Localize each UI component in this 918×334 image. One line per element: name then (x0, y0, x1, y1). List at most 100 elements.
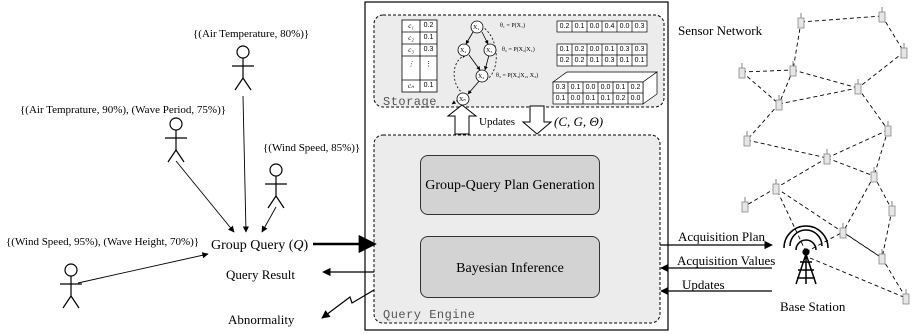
sensor-node-icon (902, 289, 910, 305)
table-cell: 0.1 (559, 46, 570, 53)
bn-formula-1: θ₁ = P(X₁) (500, 23, 526, 29)
network-link (809, 257, 907, 299)
network-link (746, 139, 828, 159)
network-link (775, 187, 883, 259)
network-link (857, 87, 889, 131)
storage-probability: ⋮ (425, 61, 432, 68)
user-figure (265, 163, 287, 209)
system-frame (364, 1, 669, 331)
storage-category: c₁ (408, 22, 414, 30)
storage-probability: 0.3 (423, 46, 434, 53)
sensor-node-icon (738, 63, 746, 79)
group-query-close: ) (303, 238, 309, 253)
updates-hollow-arrow (446, 104, 478, 135)
table-cell: 0.0 (630, 95, 641, 102)
network-link (792, 21, 802, 71)
table-cell: 0.2 (615, 95, 626, 102)
svg-text:X₁: X₁ (473, 25, 479, 31)
user-figure (232, 45, 254, 91)
group-query-symbol: Q (293, 238, 304, 253)
network-link (778, 69, 794, 105)
table-cell: 0.1 (585, 95, 596, 102)
network-link (873, 129, 889, 177)
bn-formula-2: θ₂ = P(X₂|X₁) (502, 47, 535, 53)
base-station-icon (783, 225, 829, 285)
query-engine-label: Query Engine (383, 308, 476, 322)
bn-formula-3: θ₃ = P(X₃|X₂, X₃) (496, 73, 539, 79)
table-cell: 0.1 (615, 84, 626, 91)
table-cell: 0.1 (570, 84, 581, 91)
network-link (741, 69, 794, 73)
table-cell: 0.1 (619, 57, 630, 64)
sensor-node-icon (741, 197, 749, 213)
inference-box: Bayesian Inference (420, 236, 600, 298)
network-link (744, 187, 777, 207)
svg-text:X₂: X₂ (460, 48, 466, 54)
table-cell: 0.0 (589, 23, 600, 30)
storage-probability: 0.1 (423, 82, 434, 89)
plan-generation-box: Group-Query Plan Generation (420, 155, 600, 215)
sensor-network-label: Sensor Network (678, 23, 763, 38)
sensor-node-icon (823, 149, 831, 165)
sensor-node-icon (900, 43, 908, 59)
inference-label: Bayesian Inference (456, 261, 564, 276)
user-figure (60, 263, 82, 309)
sensor-node-icon (854, 79, 862, 95)
storage-category: c₃ (408, 46, 414, 54)
updates-label: Updates (682, 277, 725, 292)
acquisition-plan-label: Acquisition Plan (678, 229, 766, 244)
storage-category: ⋮ (407, 60, 415, 68)
table-cell: 0.3 (634, 46, 645, 53)
network-link (792, 69, 859, 89)
user-query-arrows (77, 95, 277, 284)
table-cell: 0.0 (570, 95, 581, 102)
table-cell: 0.2 (630, 84, 641, 91)
table-cell: 0.1 (589, 57, 600, 64)
user-query-2: {(Air Temprature, 90%), (Wave Period, 75… (20, 104, 227, 116)
table-cell: 0.3 (604, 57, 615, 64)
user-query-1: {(Air Temperature, 80%)} (193, 28, 310, 40)
svg-text:X₃: X₃ (486, 48, 492, 54)
table-cell: 0.0 (600, 84, 611, 91)
sensor-node-icon (797, 13, 805, 29)
sensor-node-icon (772, 179, 780, 195)
sensor-node-icon (743, 131, 751, 147)
sensor-node-icon (878, 249, 886, 265)
bayesian-network-graph (451, 20, 497, 106)
sensor-node-icon (888, 201, 896, 217)
storage-list-table (401, 19, 438, 93)
sensor-node-icon (789, 61, 797, 77)
group-query-label: Group Query (Q) (211, 239, 308, 253)
updates-arrow-label: Updates (479, 116, 516, 128)
plan-generation-label: Group-Query Plan Generation (425, 178, 595, 193)
table-cell: 0.1 (634, 57, 645, 64)
user-figure (165, 117, 187, 163)
storage-category: cₙ (408, 82, 414, 90)
query-result-label: Query Result (226, 267, 295, 282)
table-cell: 0.0 (589, 46, 600, 53)
network-link (741, 71, 780, 105)
table-cell: 0.2 (559, 57, 570, 64)
network-link (746, 103, 780, 141)
svg-text:X₄: X₄ (478, 74, 484, 80)
network-link (842, 175, 875, 233)
table-cell: 0.2 (574, 46, 585, 53)
network-link (778, 87, 859, 105)
table-cell: 0.3 (634, 23, 645, 30)
cgt-hollow-arrow (521, 105, 553, 135)
table-cell: 0.0 (585, 84, 596, 91)
network-link (826, 129, 889, 159)
sensor-node-icon (878, 7, 886, 23)
storage-probability: 0.2 (423, 22, 434, 29)
network-link (826, 157, 875, 177)
network-link (775, 157, 828, 189)
network-link (881, 257, 907, 299)
sensor-node-icon (884, 121, 892, 137)
sensor-node-icon (839, 223, 847, 239)
svg-text:Xₙ: Xₙ (459, 97, 466, 103)
table-cell: 0.2 (574, 57, 585, 64)
network-link (881, 209, 893, 259)
table-cell: 0.1 (555, 95, 566, 102)
table-cell: 0.0 (619, 23, 630, 30)
